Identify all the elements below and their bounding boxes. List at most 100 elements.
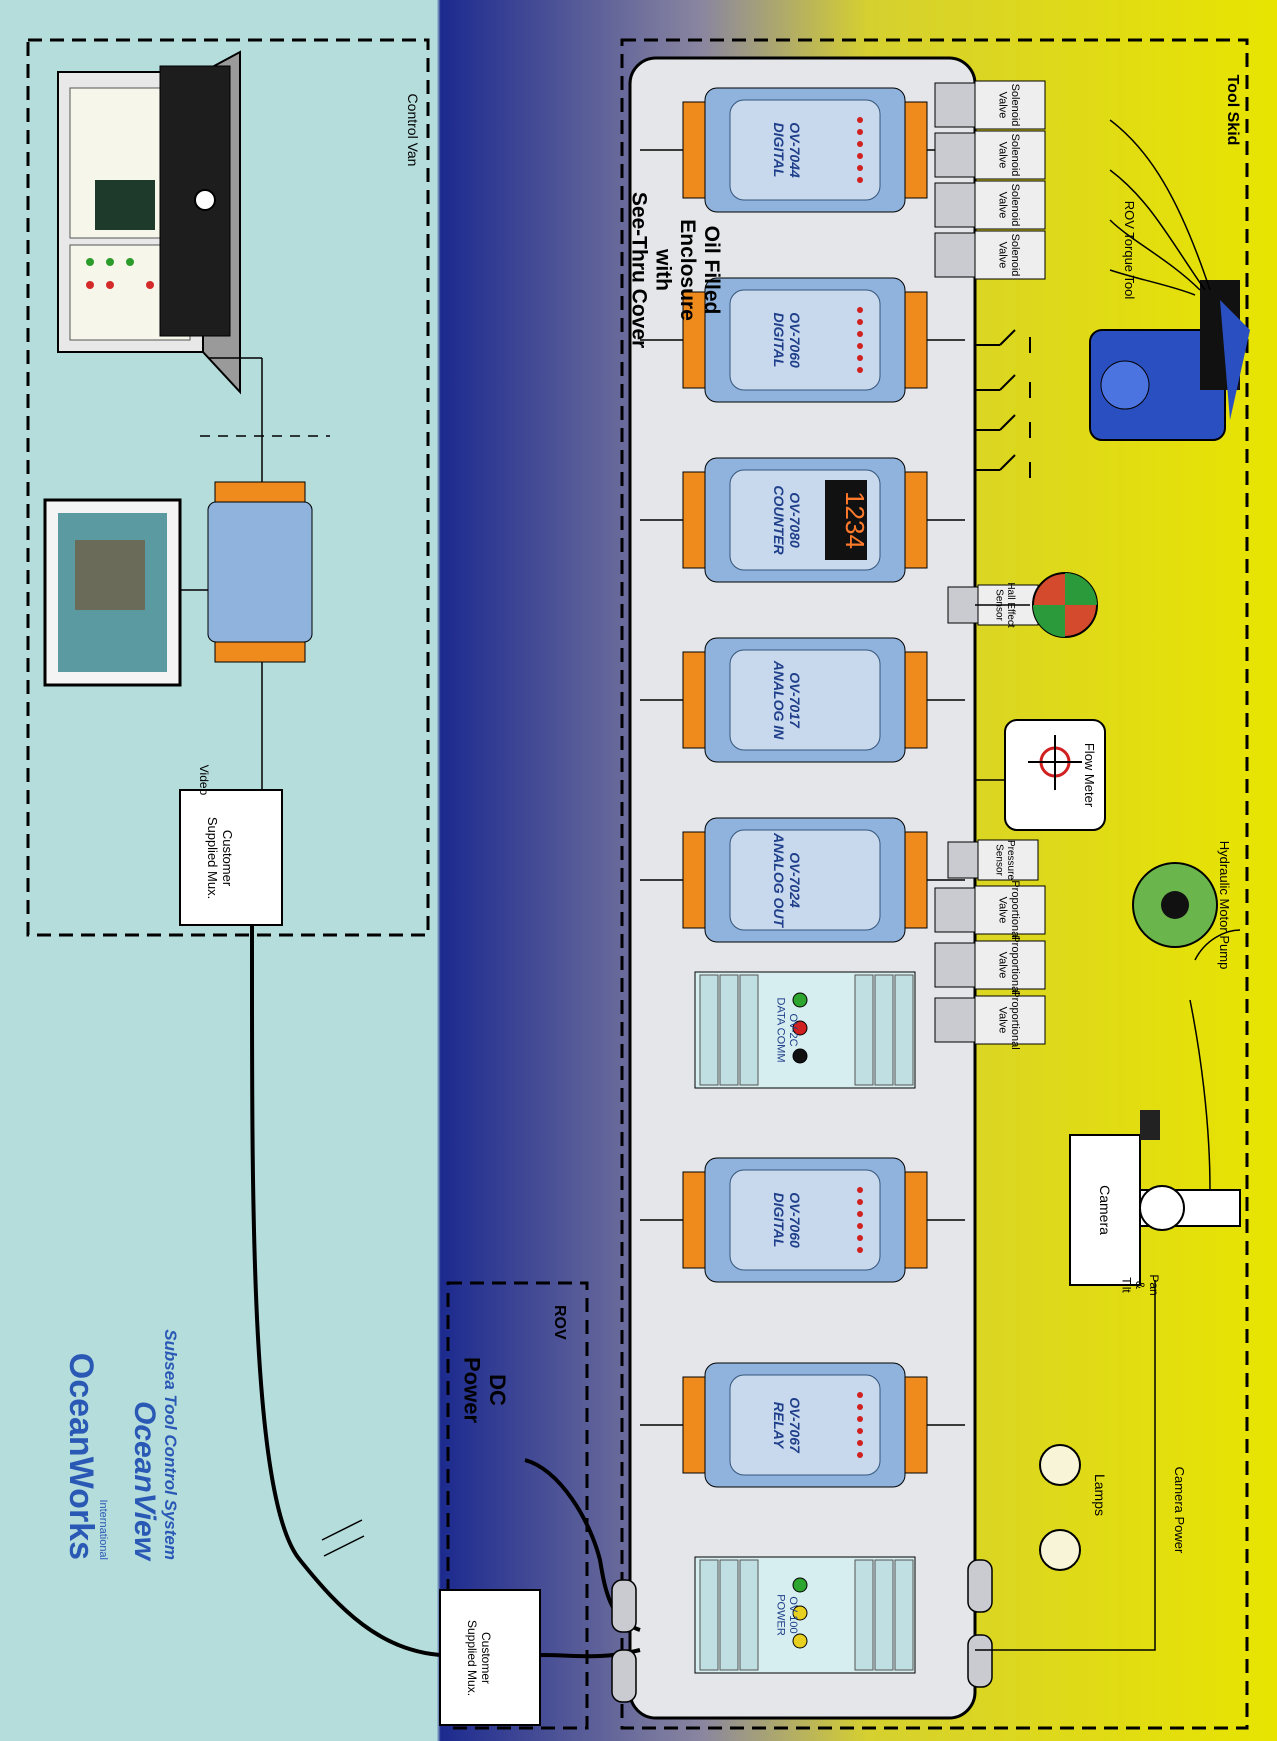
module-label-line: POWER	[774, 1594, 786, 1636]
valve-label-line: Valve	[996, 192, 1008, 219]
module-label-line: DATA COMM	[774, 998, 786, 1063]
valve-label-line: Valve	[996, 952, 1008, 979]
valve-label-line: Valve	[996, 1007, 1008, 1034]
counter-display-line: 1234	[840, 491, 870, 549]
mux-top-label-line: Customer	[220, 830, 235, 887]
valve-label-line: Proportional	[1009, 935, 1021, 994]
module-label-line: OV-7017	[787, 672, 803, 729]
hydraulic-pump-label: Hydraulic Motor Pump	[1217, 841, 1232, 970]
mux-top-label-line: Supplied Mux.	[205, 817, 220, 899]
zone-tool-skid: Tool Skid	[1224, 75, 1241, 146]
dc-power-label-line: Power	[460, 1357, 485, 1423]
module-label-line: OV-7067	[787, 1397, 803, 1454]
hydraulic-pump-label-line: Hydraulic Motor Pump	[1217, 841, 1232, 970]
product-tagline: Subsea Tool Control System	[161, 1329, 180, 1560]
mux-bottom-label-line: Supplied Mux.	[465, 1620, 479, 1696]
zone-control-van: Control Van	[405, 94, 421, 167]
van-converter-module	[208, 482, 312, 662]
module-label-line: OV-2C	[787, 1013, 799, 1046]
module-label-line: OV-7044	[787, 122, 803, 178]
valve-label-line: Valve	[996, 142, 1008, 169]
module-label-line: DIGITAL	[771, 1193, 787, 1248]
company-logo-line: OceanWorks	[62, 1353, 100, 1560]
valve-label-line: Solenoid	[1009, 234, 1021, 277]
lamps-label: Lamps	[1092, 1474, 1108, 1516]
module-label-line: OV-100	[787, 1596, 799, 1633]
enclosure-title-line: with	[652, 248, 675, 291]
zone-tool-skid-line: Tool Skid	[1224, 75, 1241, 146]
zone-rov: ROV	[551, 1305, 568, 1340]
valve-label-line: Valve	[996, 242, 1008, 269]
camera-power-label-line: Camera Power	[1172, 1467, 1187, 1554]
product-name-line: OceanView	[128, 1401, 161, 1562]
module-label-line: OV-7060	[787, 312, 803, 368]
valve-label-line: Proportional	[1009, 990, 1021, 1049]
io-module: OV-2CDATA COMM	[695, 972, 915, 1088]
valve-label-line: Valve	[996, 897, 1008, 924]
pan-tilt-label-line: Pan	[1147, 1274, 1161, 1295]
lamps-label-line: Lamps	[1092, 1474, 1108, 1516]
counter-display: 1234	[840, 491, 870, 549]
module-label: OV-100POWER	[774, 1594, 799, 1636]
module-label: OV-7067RELAY	[771, 1397, 803, 1454]
company-sub: International	[97, 1499, 109, 1560]
camera-label-line: Camera	[1097, 1185, 1113, 1235]
valve-label-line: Solenoid	[1009, 184, 1021, 227]
zone-control-van-line: Control Van	[405, 94, 421, 167]
module-label-line: DIGITAL	[771, 123, 787, 178]
pressure-sensor-label-line: Pressure	[1005, 840, 1016, 880]
enclosure-title-line: Enclosure	[676, 219, 699, 321]
product-name: OceanView	[128, 1401, 161, 1562]
company-sub-line: International	[97, 1499, 109, 1560]
module-label-line: ANALOG OUT	[771, 832, 787, 929]
pan-tilt-label-line: Tilt	[1119, 1277, 1133, 1293]
valve-icon: SolenoidValve	[935, 181, 1045, 229]
flow-meter-label: Flow Meter	[1082, 743, 1097, 808]
pressure-sensor-label-line: Sensor	[994, 844, 1005, 876]
valve-label-line: Solenoid	[1009, 84, 1021, 127]
product-tagline-line: Subsea Tool Control System	[161, 1329, 180, 1560]
zone-rov-line: ROV	[551, 1305, 568, 1340]
pan-tilt-label-line: &	[1133, 1281, 1147, 1289]
module-label-line: RELAY	[771, 1402, 787, 1450]
pressure-sensor-label: PressureSensor	[994, 840, 1017, 880]
module-layer: OV-100POWEROV-7067RELAYOV-7060DIGITALOV-…	[640, 88, 965, 1673]
video-label-line: Video	[197, 765, 211, 796]
module-label-line: COUNTER	[771, 485, 787, 555]
camera-label: Camera	[1097, 1185, 1113, 1235]
company-logo: OceanWorks	[62, 1353, 100, 1560]
dc-power-label-line: DC	[485, 1374, 510, 1406]
module-label-line: OV-7024	[787, 852, 803, 908]
io-module: OV-7067RELAY	[640, 1363, 965, 1487]
module-label-line: OV-7060	[787, 1192, 803, 1248]
module-label-line: DIGITAL	[771, 313, 787, 368]
valve-label-line: Proportional	[1009, 880, 1021, 939]
module-label-line: ANALOG IN	[771, 660, 787, 740]
hall-effect-wheel	[1033, 573, 1097, 637]
module-label-line: OV-7080	[787, 492, 803, 548]
laptop-icon	[58, 52, 240, 392]
video-label: Video	[197, 765, 211, 796]
enclosure-title-line: Oil Filled	[700, 226, 723, 315]
hydraulic-pump	[1133, 863, 1217, 947]
mux-bottom-label-line: Customer	[479, 1632, 493, 1684]
valve-label-line: Solenoid	[1009, 134, 1021, 177]
torque-tool-label: ROV Torque Tool	[1122, 201, 1137, 300]
enclosure-title-line: See-Thru Cover	[628, 192, 651, 348]
flow-meter-label-line: Flow Meter	[1082, 743, 1097, 808]
